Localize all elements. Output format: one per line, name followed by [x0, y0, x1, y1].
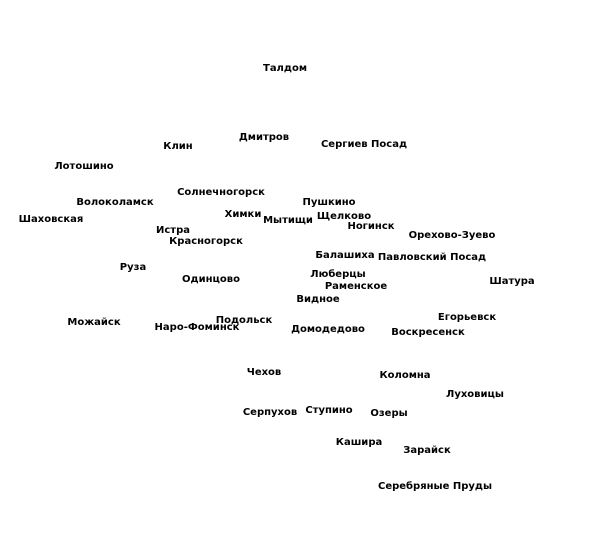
town-label-lyubertsy: Люберцы — [310, 269, 366, 280]
town-label-klin: Клин — [163, 141, 193, 152]
town-label-chekhov: Чехов — [246, 367, 282, 378]
town-label-istra: Истра — [156, 225, 190, 236]
town-label-shchyolkovo: Щелково — [316, 211, 372, 222]
town-label-ramenskoye: Раменское — [324, 281, 388, 292]
town-label-ruza: Руза — [119, 262, 147, 273]
town-label-domodedovo: Домодедово — [291, 324, 365, 335]
town-label-mytishchi: Мытищи — [263, 215, 313, 226]
town-label-lotoshino: Лотошино — [54, 161, 114, 172]
town-label-pavlovsky-posad: Павловский Посад — [377, 252, 487, 263]
town-label-shatura: Шатура — [489, 276, 535, 287]
town-label-khimki: Химки — [224, 209, 262, 220]
town-label-kashira: Кашира — [335, 437, 383, 448]
town-label-serebryanye-prudy: Серебряные Пруды — [377, 481, 493, 492]
town-label-sergiev-posad: Сергиев Посад — [320, 139, 408, 150]
town-label-ozyory: Озеры — [370, 408, 408, 419]
town-label-serpukhov: Серпухов — [242, 407, 298, 418]
town-label-orekhovo-zuyevo: Орехово-Зуево — [408, 230, 496, 241]
town-label-pushkino: Пушкино — [302, 197, 356, 208]
town-label-voskresensk: Воскресенск — [391, 327, 465, 338]
town-label-volokolamsk: Волоколамск — [76, 197, 154, 208]
town-label-zaraysk: Зарайск — [403, 445, 451, 456]
town-label-kolomna: Коломна — [379, 370, 431, 381]
town-label-mozhaysk: Можайск — [67, 317, 121, 328]
town-label-lukhovitsy: Луховицы — [446, 389, 504, 400]
town-label-yegoryevsk: Егорьевск — [437, 312, 497, 323]
town-label-solnechnogorsk: Солнечногорск — [177, 187, 265, 198]
town-label-dmitrov: Дмитров — [238, 132, 290, 143]
town-label-stupino: Ступино — [305, 405, 353, 416]
town-label-noginsk: Ногинск — [347, 221, 395, 232]
town-label-vidnoye: Видное — [296, 294, 340, 305]
town-label-krasnogorsk: Красногорск — [169, 236, 243, 247]
town-label-shakhovskaya: Шаховская — [18, 214, 84, 225]
town-label-taldom: Талдом — [262, 63, 308, 74]
town-label-balashikha: Балашиха — [315, 250, 375, 261]
town-label-naro-fominsk: Наро-Фоминск — [154, 322, 240, 333]
town-label-podolsk: Подольск — [215, 315, 273, 326]
town-label-odintsovo: Одинцово — [182, 274, 240, 285]
